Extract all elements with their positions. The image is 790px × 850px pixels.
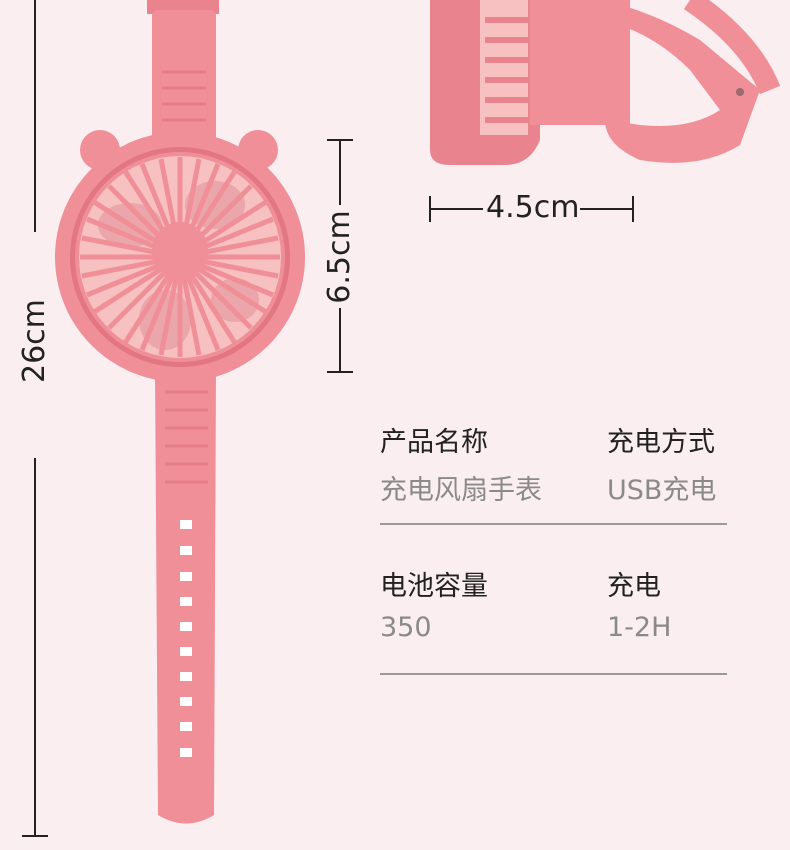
watch-strap-bottom [155, 370, 216, 824]
dial-dimension-line [327, 139, 353, 373]
watch-strap-top [147, 0, 219, 150]
spec-value-battery-capacity: 350 [380, 612, 432, 643]
spec-divider [380, 673, 727, 675]
spec-value-product-name: 充电风扇手表 [380, 475, 542, 506]
spec-divider [380, 523, 727, 525]
length-label: 26cm [17, 299, 52, 383]
dial-diameter-label: 6.5cm [322, 210, 357, 304]
spec-label-charging-time: 充电 [607, 571, 661, 602]
thickness-dimension-line [429, 196, 634, 222]
spec-label-battery-capacity: 电池容量 [380, 571, 488, 602]
thickness-label: 4.5cm [486, 190, 580, 225]
spec-label-charging-method: 充电方式 [607, 427, 715, 458]
spec-label-product-name: 产品名称 [380, 427, 488, 458]
fan-head [55, 130, 305, 382]
spec-value-charging-time: 1-2H [607, 612, 672, 643]
spec-value-charging-method: USB充电 [607, 475, 717, 506]
length-dimension-line [22, 0, 48, 837]
fan-side-view [430, 0, 781, 165]
